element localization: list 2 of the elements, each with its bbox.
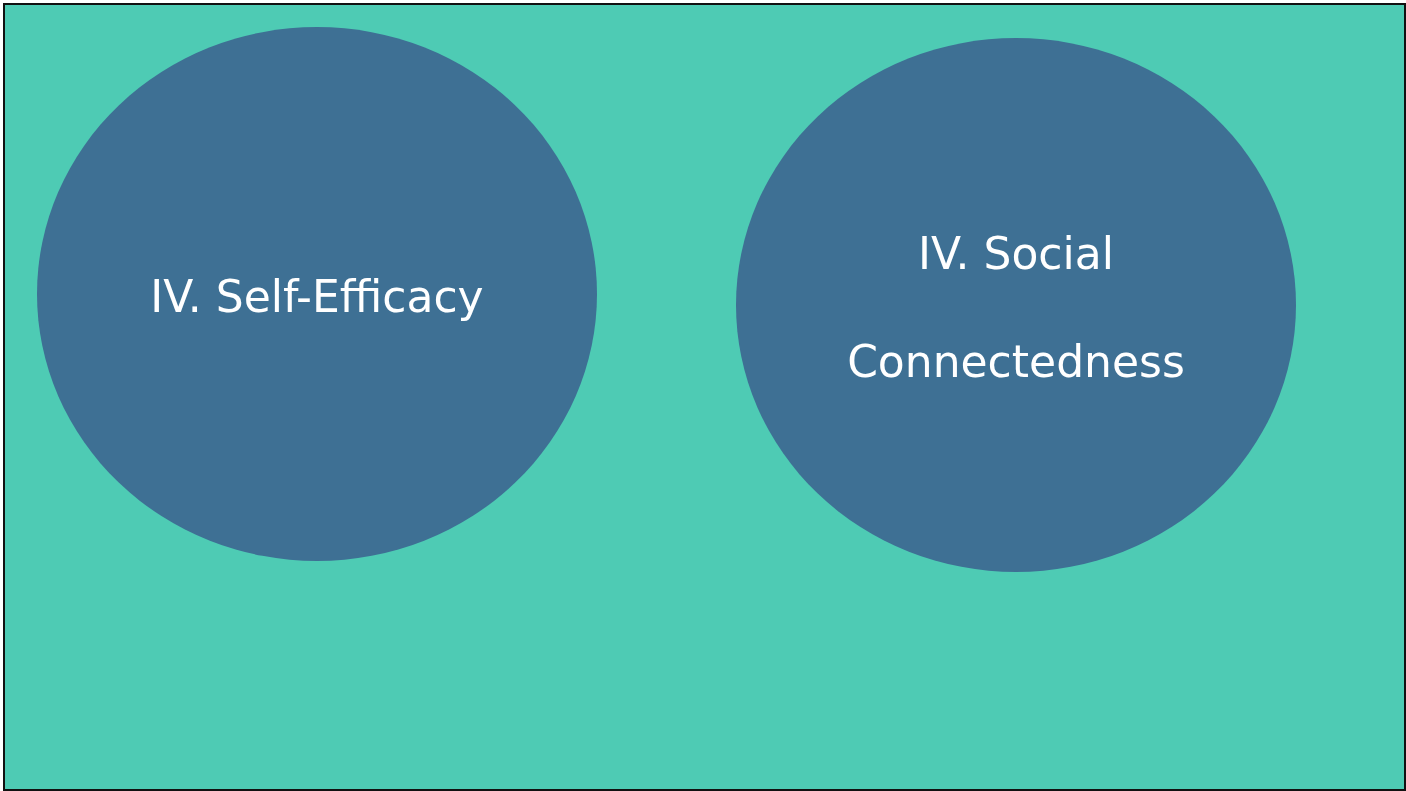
node-label: IV. Social Connectedness — [846, 227, 1186, 389]
node-label: IV. Self-Efficacy — [149, 270, 485, 324]
